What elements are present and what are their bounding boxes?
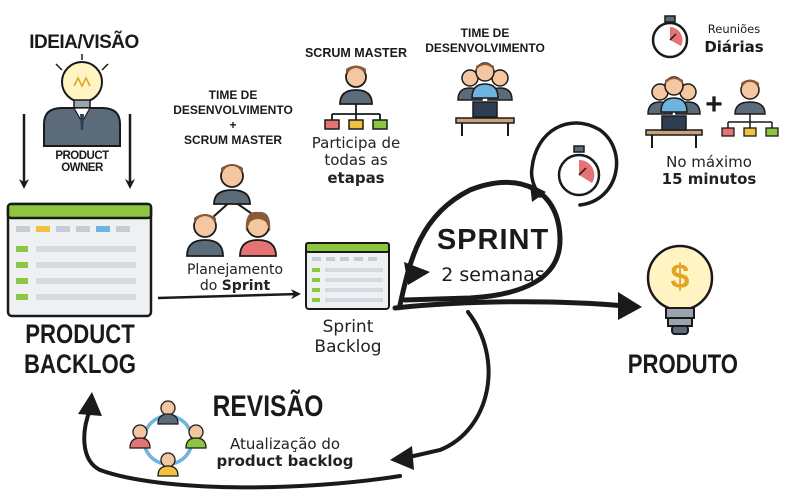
sprint-stopwatch-icon [557,145,601,197]
sprint-backlog-line2: Backlog [314,336,382,357]
product-dollar-symbol: $ [670,258,690,296]
daily-stopwatch-icon [651,15,689,59]
product-label: PRODUTO [627,349,739,379]
scrum-master-heading: SCRUM MASTER [304,46,408,60]
dev-team-heading: TIME DE DESENVOLVIMENTO [420,26,550,56]
daily-scrum-master-icon [721,79,779,137]
dev-team-line1: TIME DE [460,26,510,40]
review-heading: REVISÃO [212,390,324,423]
planning-team-line2: DESENVOLVIMENTO [173,103,293,117]
planning-scrum-master: SCRUM MASTER [184,133,282,147]
scrum-master-icon [324,65,388,130]
review-caption: Atualização do product backlog [200,435,370,471]
daily-label-bold: Diárias [704,38,764,56]
planning-team-line1: TIME DE [208,88,258,102]
sprint-backlog-board-icon [305,242,390,310]
arrow-planning [157,289,301,300]
daily-limit-line1: No máximo [666,153,752,171]
sprint-title: SPRINT [436,224,550,256]
arrow-to-backlog [82,408,402,490]
dev-team-icon [455,62,515,136]
daily-loop-arrowhead [530,184,546,202]
sprint-backlog-label: Sprint Backlog [296,317,400,357]
sprint-duration: 2 semanas [441,264,545,286]
daily-label: Reuniões [707,22,761,36]
sprint-backlog-line1: Sprint [322,317,374,337]
arrow-to-review [403,310,491,460]
scrum-master-line3: etapas [327,168,385,187]
product-backlog-board-icon [6,202,153,318]
daily-limit-line2: 15 minutos [661,170,757,189]
review-line1: Atualização do [229,435,341,453]
scrum-master-line1: Participa de [311,134,401,152]
arrow-to-product-head [618,292,642,320]
planning-team-icon [186,164,277,257]
scrum-master-line2: todas as [324,151,388,170]
po-heading: IDEIA/VISÃO [29,32,139,53]
product-lightbulb-icon [646,244,714,335]
scrum-master-caption: Participa de todas as etapas [298,134,414,187]
planning-caption-bold: Sprint [221,278,271,295]
review-line2: product backlog [216,452,354,471]
planning-caption: Planejamento do Sprint [170,262,300,294]
planning-caption-line1: Planejamento [186,262,284,278]
po-badge: PRODUCT OWNER [36,150,128,174]
product-backlog-line2: BACKLOG [24,348,136,379]
arrow-to-product [392,299,628,311]
daily-plus: + [705,88,723,121]
sprint-loop-arrowhead [404,262,430,285]
product-backlog-label: PRODUCT BACKLOG [10,319,150,379]
planning-caption-prefix: do [199,278,222,295]
daily-limit: No máximo 15 minutos [644,153,774,189]
daily-team-icon [645,76,703,148]
dev-team-line2: DESENVOLVIMENTO [425,41,545,55]
idea-lightbulb-icon [55,54,109,109]
planning-plus: + [229,118,237,132]
review-team-circle-icon [129,400,207,477]
arrow-to-backlog-head [78,392,102,416]
product-owner-avatar [43,107,121,147]
planning-roles: TIME DE DESENVOLVIMENTO + SCRUM MASTER [168,88,298,148]
product-backlog-line1: PRODUCT [25,319,135,349]
daily-loop-arrow [529,121,619,207]
arrow-to-review-head [390,446,414,470]
